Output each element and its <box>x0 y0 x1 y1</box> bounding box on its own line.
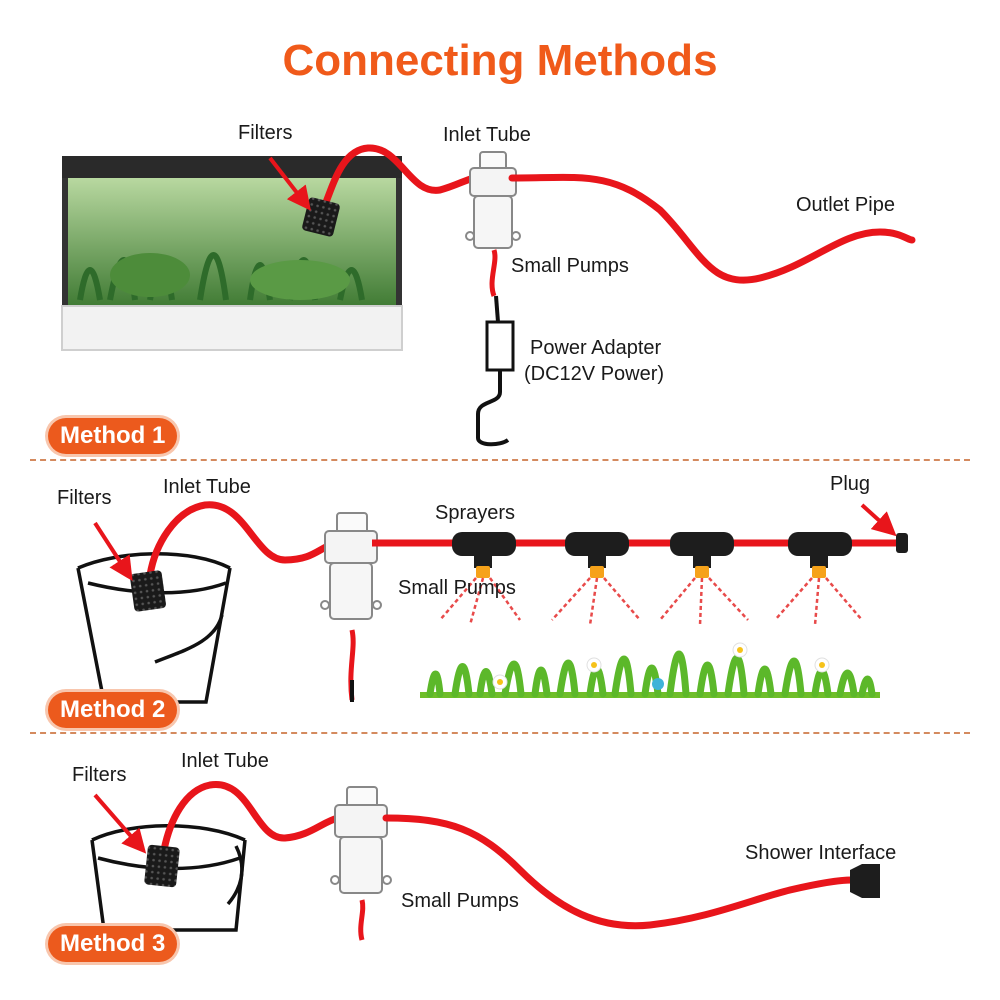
method-3-shower-interface-label: Shower Interface <box>745 842 897 864</box>
method-2-inlet-tube <box>146 501 334 579</box>
method-2-small-pumps-label: Small Pumps <box>398 577 516 599</box>
method-2-sprayers <box>439 532 863 626</box>
method-2-filter-icon <box>130 570 166 612</box>
method-1-small-pumps-label: Small Pumps <box>511 255 629 277</box>
method-3-diagram <box>90 781 880 941</box>
method-1-power-spec-label: (DC12V Power) <box>524 363 665 385</box>
method-1-inlet-tube <box>318 144 492 216</box>
method-1-filter-icon <box>302 197 340 237</box>
page-title: Connecting Methods <box>282 36 718 85</box>
sprayer-icon <box>439 532 522 626</box>
method-2-sprayers-label: Sprayers <box>435 502 516 524</box>
method-2-pump-icon <box>320 512 382 620</box>
method-1-outlet-pipe <box>508 173 916 284</box>
method-1-outlet-pipe-label: Outlet Pipe <box>796 194 895 216</box>
sprayer-icon <box>551 532 641 626</box>
method-3-filters-label: Filters <box>72 764 127 786</box>
method-1-power-wire <box>494 295 500 323</box>
method-2-filters-label: Filters <box>57 487 112 509</box>
method-2-plug-label: Plug <box>830 473 871 495</box>
section-divider <box>30 732 970 734</box>
method-1-badge: Method 1 <box>48 418 178 454</box>
aquarium <box>61 156 403 351</box>
method-1-power-adapter-icon <box>485 320 515 372</box>
method-3-outlet-hose <box>382 814 856 930</box>
method-2-diagram <box>76 501 908 704</box>
method-2-plug-icon <box>896 533 908 553</box>
method-3-small-pumps-label: Small Pumps <box>401 890 519 912</box>
method-3-shower-interface-icon <box>850 864 880 898</box>
method-3-pump-icon <box>330 786 392 894</box>
method-1-pump-icon <box>465 151 521 249</box>
sprayer-icon <box>659 532 749 626</box>
method-1-diagram <box>61 144 916 447</box>
method-2-inlet-tube-label: Inlet Tube <box>163 476 251 498</box>
method-3-badge: Method 3 <box>48 926 178 962</box>
section-divider <box>30 459 970 461</box>
method-2-badge: Method 2 <box>48 692 178 728</box>
method-3-filter-icon <box>144 844 180 888</box>
method-1-filters-label: Filters <box>238 122 293 144</box>
method-1-power-adapter-label: Power Adapter <box>530 337 662 359</box>
method-3-inlet-tube <box>160 781 342 854</box>
method-3-inlet-tube-label: Inlet Tube <box>181 750 269 772</box>
method-1-inlet-tube-label: Inlet Tube <box>443 124 531 146</box>
grass-illustration <box>420 642 880 698</box>
sprayer-icon <box>774 532 863 626</box>
